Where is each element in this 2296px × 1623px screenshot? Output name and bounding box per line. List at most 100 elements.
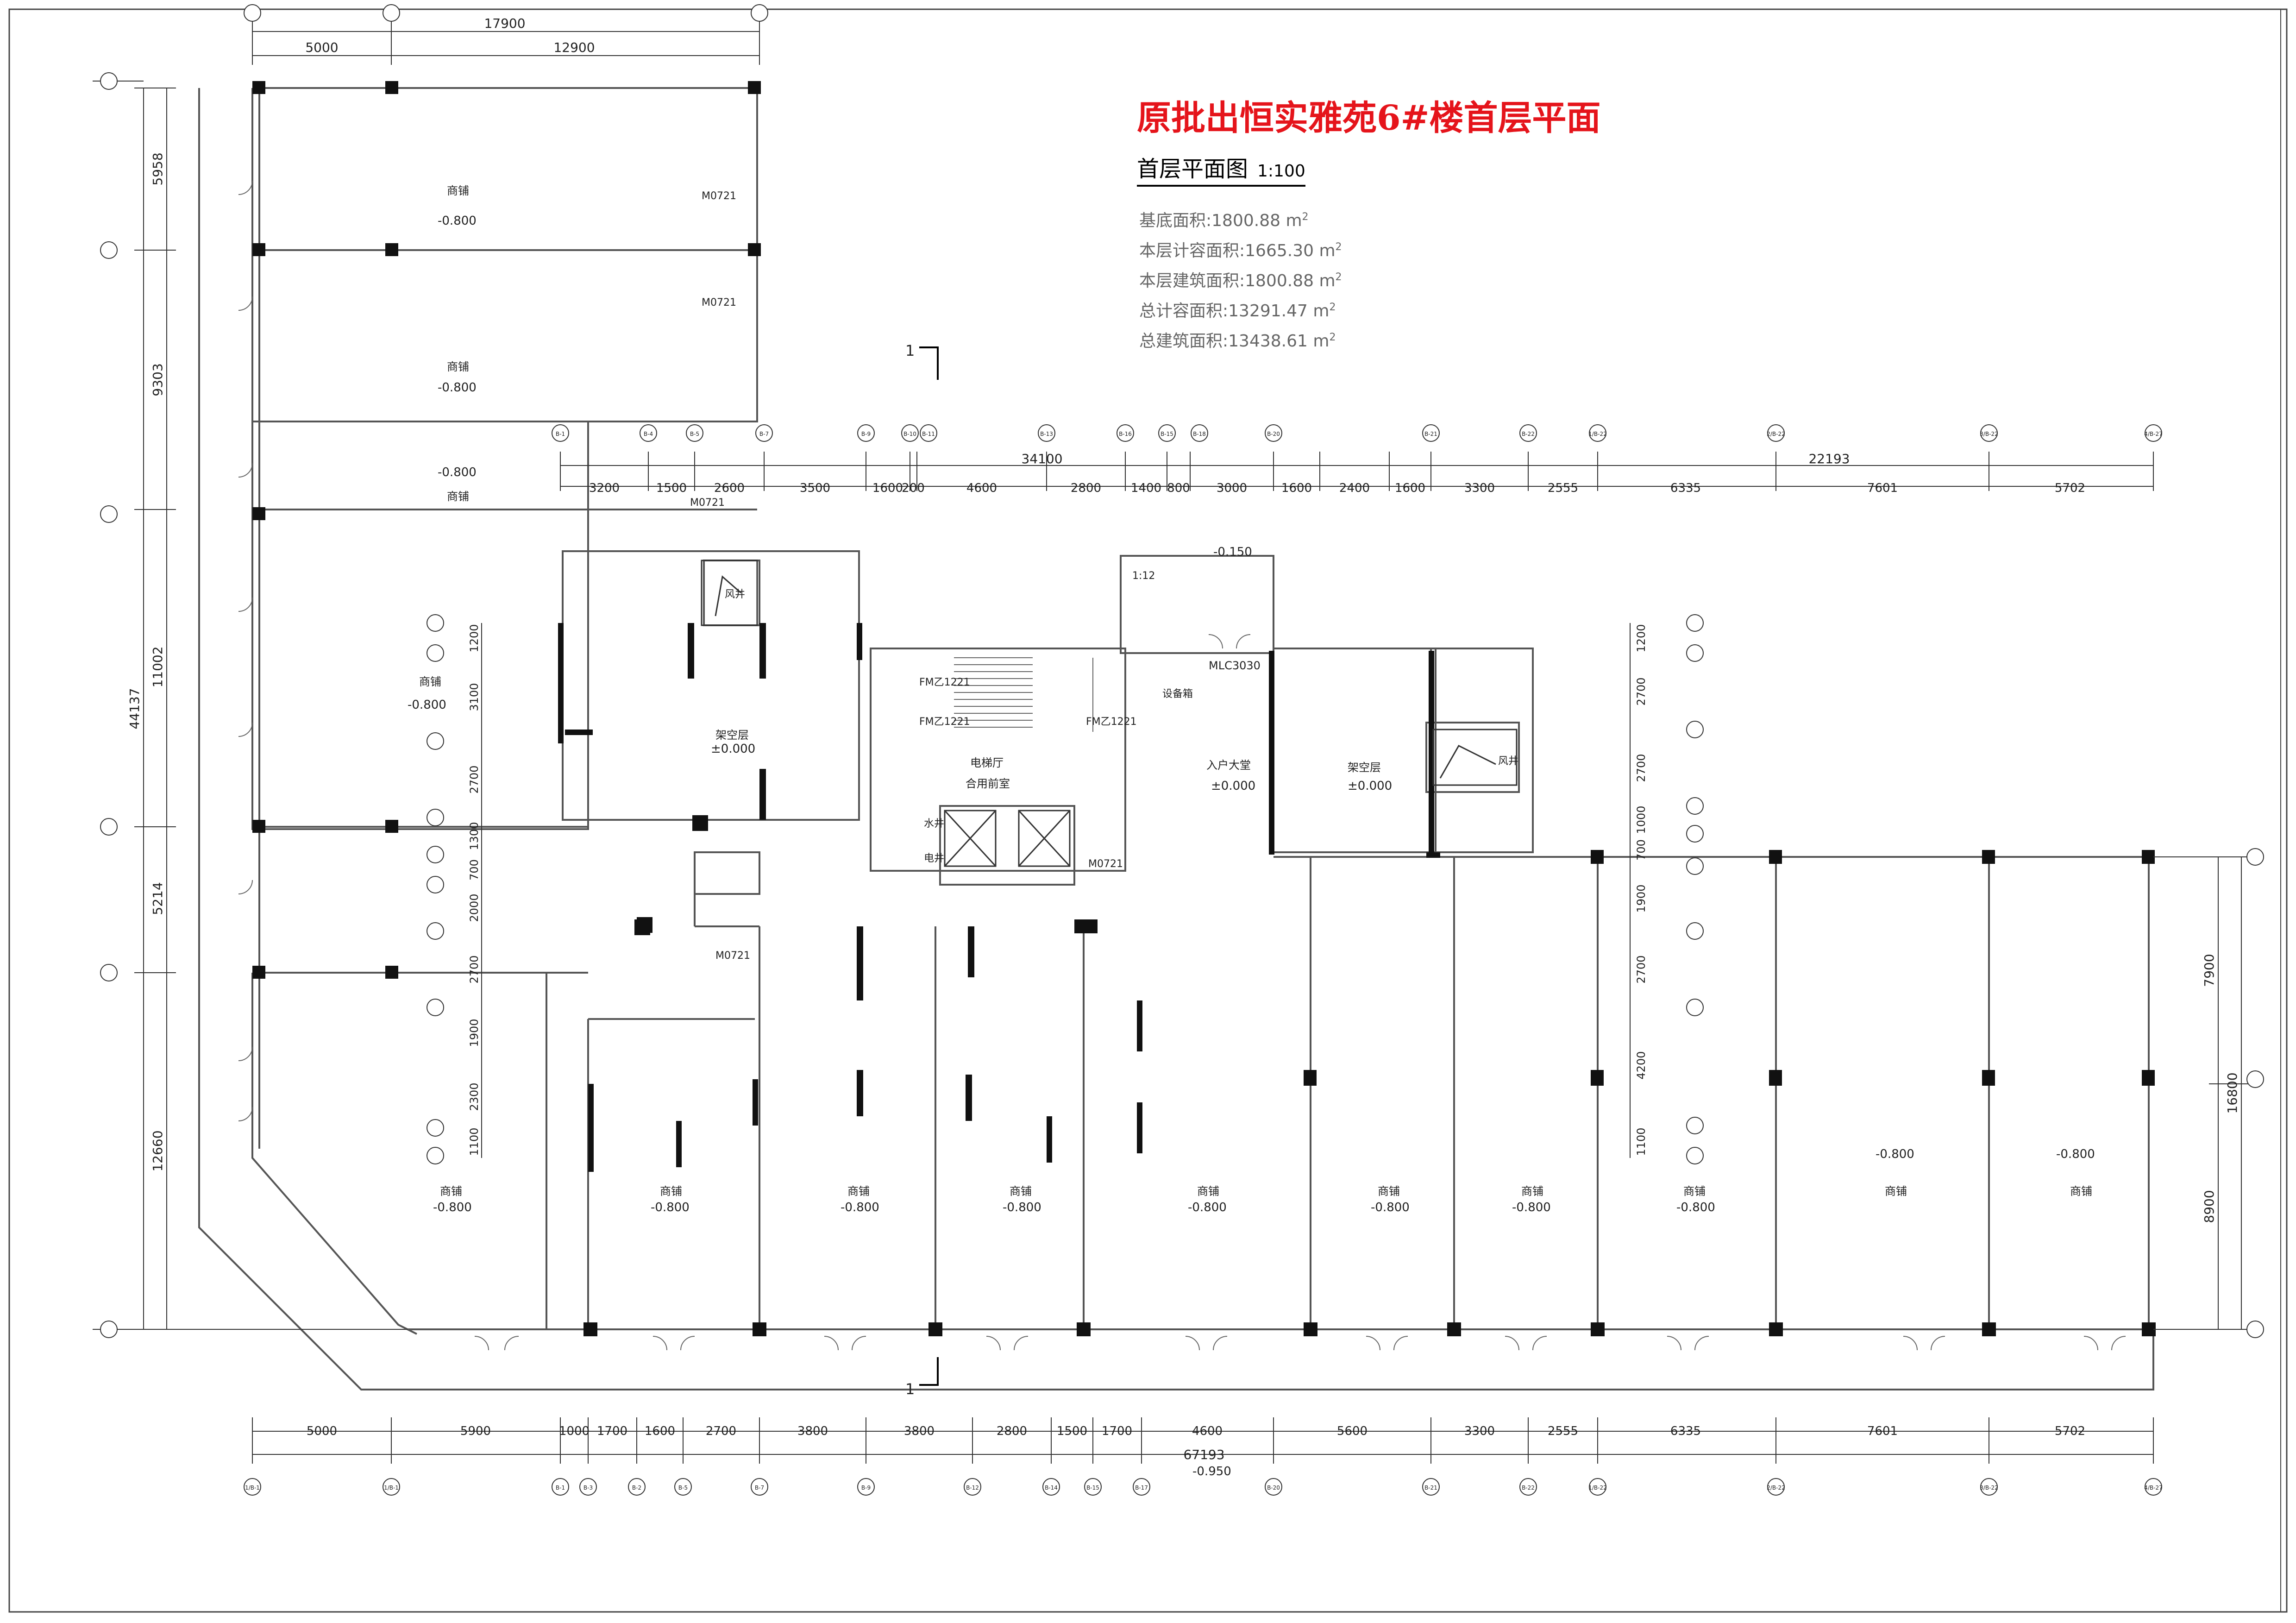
dimension-lines [93, 31, 2242, 1455]
dim-seg: 2700 [706, 1424, 736, 1438]
dim-inner: 3100 [468, 683, 481, 711]
lobby-elevation: ±0.000 [1348, 779, 1392, 793]
shear-walls [558, 623, 1440, 1172]
dim-seg: 1600 [1281, 481, 1312, 495]
dim-left-part: 9303 [150, 363, 165, 396]
axis-label: B-15 [1086, 1485, 1099, 1491]
area-value: 13438.61 [1228, 332, 1308, 351]
dim-seg: 3000 [1217, 481, 1247, 495]
dim-seg: 2600 [714, 481, 745, 495]
top-axis-labels: B-1 B-4 B-5 B-7 B-9 B-10 B-11 B-13 B-16 … [556, 431, 2163, 437]
axis-label: B-9 [861, 1485, 871, 1491]
axis-label: B-15 [1161, 431, 1173, 437]
stair-hatching [954, 657, 1093, 732]
dim-seg: 5600 [1337, 1424, 1368, 1438]
dim-inner: 1900 [1635, 884, 1648, 912]
dim-seg: 5000 [307, 1424, 337, 1438]
dim-mid-total: 34100 [1021, 451, 1062, 466]
axis-label: B-4 [644, 431, 653, 437]
shop-label: 商铺 [1521, 1185, 1543, 1198]
dim-inner: 2700 [1635, 955, 1648, 983]
dim-seg: 1000 [559, 1424, 590, 1438]
bottom-shop-labels: 商铺 -0.800 商铺 -0.800 商铺 -0.800 商铺 -0.800 … [433, 1147, 2095, 1478]
elevator-cars [944, 810, 1071, 867]
area-label: 本层计容面积: [1139, 241, 1245, 260]
shop-label: 商铺 [1197, 1185, 1219, 1198]
shop-label: 商铺 [440, 1185, 462, 1198]
axis-label: B-18 [1193, 431, 1206, 437]
dim-seg: 6335 [1670, 1424, 1701, 1438]
dim-seg: 4600 [1192, 1424, 1223, 1438]
lobby-label: 架空层 [1348, 761, 1381, 774]
dim-top-left-1: 5000 [305, 40, 338, 55]
area-value: 1800.88 [1245, 271, 1314, 290]
shop-label: 商铺 [847, 1185, 870, 1198]
shop-elevation: -0.800 [841, 1201, 879, 1214]
area-value: 1800.88 [1211, 211, 1281, 230]
inner-left-dims: 1200 3100 2700 1300 700 2000 2700 1900 2… [468, 624, 481, 1156]
dim-seg: 1600 [1395, 481, 1425, 495]
area-label: 本层建筑面积: [1139, 271, 1245, 290]
dim-inner: 1900 [468, 1019, 481, 1047]
axis-label: B-2 [632, 1485, 641, 1491]
dim-left-part: 12660 [150, 1130, 165, 1171]
door-tag: FM乙1221 [919, 677, 970, 688]
dim-seg: 3500 [800, 481, 830, 495]
shop-elevation: -0.800 [438, 466, 477, 479]
elec-shaft-label: 电井 [924, 853, 944, 864]
axis-label: B-5 [678, 1485, 688, 1491]
shop-label: 商铺 [1683, 1185, 1706, 1198]
axis-label: B-12 [966, 1485, 979, 1491]
area-unit-sup: 2 [1329, 332, 1336, 343]
shop-elevation: -0.800 [408, 698, 446, 712]
shop-elevation: -0.800 [433, 1201, 472, 1214]
shop-label: 商铺 [447, 184, 469, 197]
area-unit-sup: 2 [1335, 271, 1342, 283]
entry-elevation: ±0.000 [1211, 779, 1255, 793]
section-mark-lines [919, 346, 939, 1386]
dimension-ticks [134, 19, 2251, 1464]
drawing-title: 原批出恒实雅苑6#楼首层平面 [1137, 98, 1601, 138]
area-value: 13291.47 [1228, 302, 1308, 321]
door-tag: M0721 [702, 190, 736, 202]
dim-inner: 4200 [1635, 1051, 1648, 1079]
area-unit-sup: 2 [1302, 211, 1309, 223]
shop-label: 商铺 [2070, 1185, 2092, 1198]
area-row: 本层计容面积:1665.30 m2 [1139, 234, 1342, 264]
axis-label: 3/B-22 [1980, 1485, 1998, 1491]
shop-elevation: -0.800 [438, 381, 477, 395]
axis-label: B-16 [1119, 431, 1132, 437]
axis-label: B-21 [1424, 431, 1437, 437]
dim-seg: 6335 [1670, 481, 1701, 495]
door-tag: MLC3030 [1209, 659, 1261, 672]
axis-label: B-14 [1045, 1485, 1058, 1491]
axis-label: B-22 [1522, 1485, 1535, 1491]
shop-label: 商铺 [419, 675, 441, 688]
dim-seg: 1700 [597, 1424, 627, 1438]
elevator-hall-label: 电梯厅 [970, 756, 1004, 769]
dim-seg: 5702 [2055, 481, 2085, 495]
plan-scale: 1:100 [1257, 162, 1305, 181]
dim-right-overall: 16800 [2225, 1072, 2240, 1113]
axis-label: B-22 [1522, 431, 1535, 437]
dim-inner: 2700 [1635, 754, 1648, 782]
dim-seg: 1600 [645, 1424, 675, 1438]
dim-seg: 7601 [1867, 481, 1898, 495]
dim-right-part: 7900 [2202, 954, 2217, 987]
axis-label: B-1 [556, 1485, 565, 1491]
axis-label: 1/B-1 [245, 1485, 260, 1491]
dim-inner: 1200 [468, 624, 481, 652]
area-label: 总建筑面积: [1139, 332, 1229, 351]
shaft-label: 风井 [725, 589, 745, 600]
dim-seg: 2400 [1339, 481, 1370, 495]
axis-label: 3/B-22 [1980, 431, 1998, 437]
dim-left-part: 5958 [150, 152, 165, 185]
section-mark-bottom: 1 [905, 1380, 915, 1398]
door-tag: M0721 [702, 297, 736, 308]
bottom-elevation: -0.950 [1192, 1465, 1231, 1478]
axis-label: B-3 [583, 1485, 593, 1491]
shop-elevation: -0.800 [1512, 1201, 1551, 1214]
dim-seg: 7601 [1867, 1424, 1898, 1438]
air-shafts [701, 560, 1518, 786]
axis-label: 4/B-27 [2144, 431, 2163, 437]
